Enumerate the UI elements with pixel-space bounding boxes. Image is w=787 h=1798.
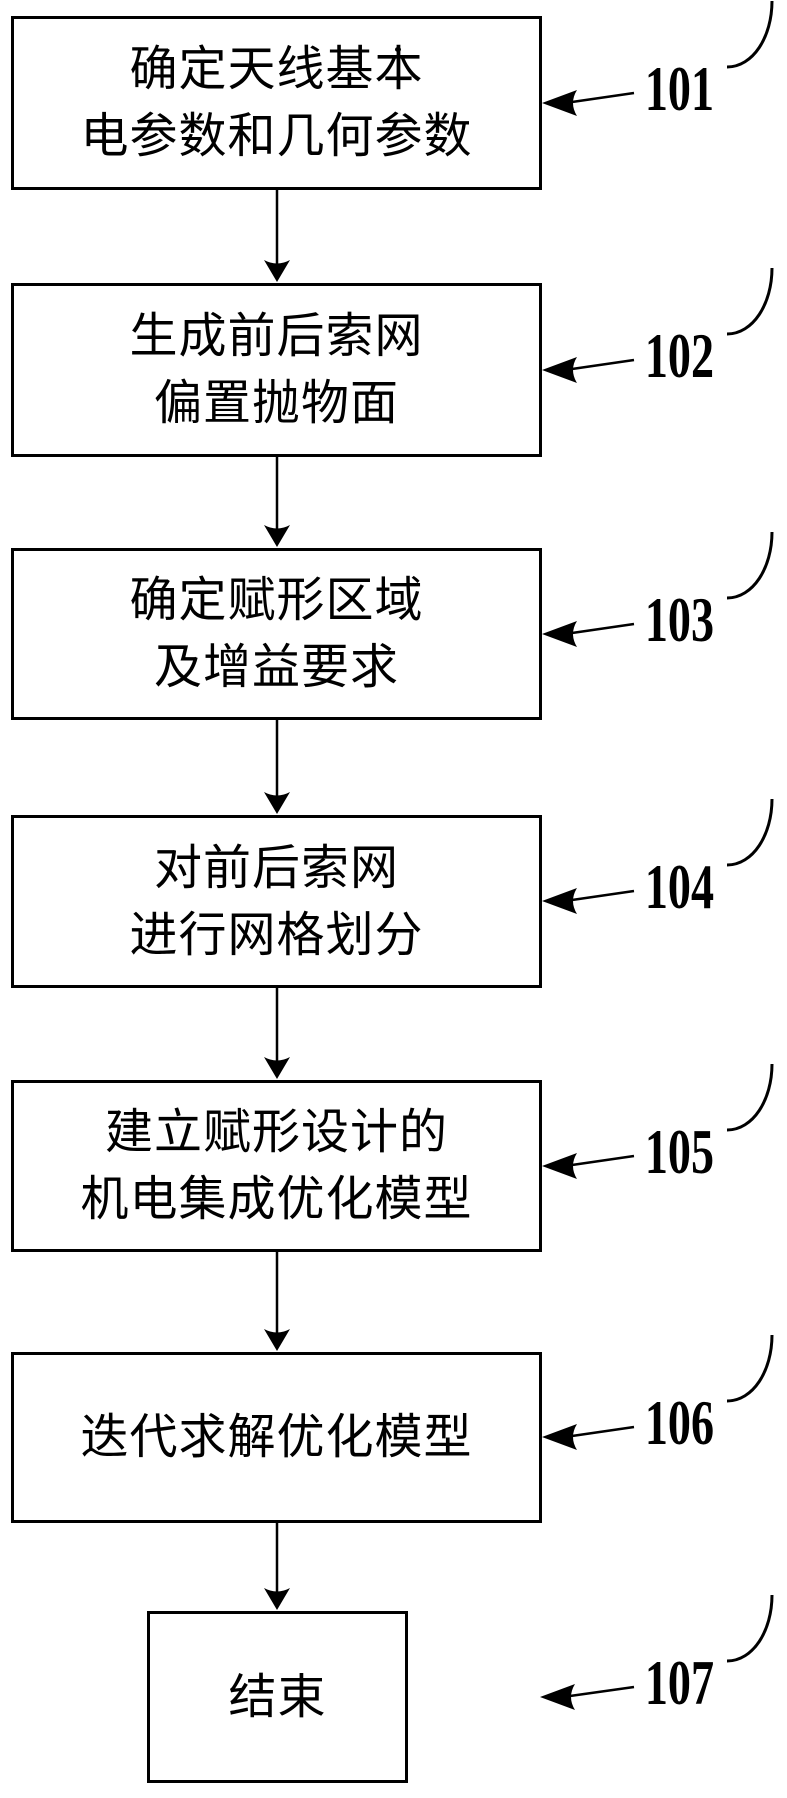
ref-number-106: 106 xyxy=(644,1387,714,1458)
ref-leader-101 xyxy=(542,0,774,116)
ref-leader-104 xyxy=(542,798,774,914)
ref-number-103: 103 xyxy=(644,584,714,655)
step-box-107-end: 结束 xyxy=(147,1611,408,1783)
step-box-101: 确定天线基本 电参数和几何参数 xyxy=(11,16,542,190)
step-label-106: 迭代求解优化模型 xyxy=(80,1411,473,1464)
ref-leader-103 xyxy=(542,531,774,647)
step-label-107: 结束 xyxy=(228,1670,327,1724)
ref-number-104: 104 xyxy=(644,851,714,922)
step-box-105: 建立赋形设计的 机电集成优化模型 xyxy=(11,1080,542,1252)
flow-arrow-3-4 xyxy=(264,720,290,814)
ref-number-101: 101 xyxy=(644,53,714,124)
ref-leader-105 xyxy=(542,1063,774,1179)
ref-number-102: 102 xyxy=(644,320,714,391)
step-box-106: 迭代求解优化模型 xyxy=(11,1352,542,1523)
step-box-103: 确定赋形区域 及增益要求 xyxy=(11,548,542,720)
flow-arrow-4-5 xyxy=(264,988,290,1079)
step-label-102: 生成前后索网 偏置抛物面 xyxy=(129,310,424,430)
step-box-102: 生成前后索网 偏置抛物面 xyxy=(11,283,542,457)
ref-leader-107 xyxy=(540,1594,774,1710)
ink-speck xyxy=(395,47,401,52)
ref-number-105: 105 xyxy=(644,1116,714,1187)
flow-arrow-1-2 xyxy=(264,190,290,282)
ref-number-107: 107 xyxy=(644,1647,714,1718)
ref-leader-102 xyxy=(542,267,774,383)
step-label-101: 确定天线基本 电参数和几何参数 xyxy=(80,43,473,163)
flow-arrow-6-7 xyxy=(264,1523,290,1610)
step-label-103: 确定赋形区域 及增益要求 xyxy=(129,574,424,694)
step-label-105: 建立赋形设计的 机电集成优化模型 xyxy=(80,1106,473,1226)
flow-arrow-2-3 xyxy=(264,457,290,547)
step-label-104: 对前后索网 进行网格划分 xyxy=(129,841,424,962)
flow-arrow-5-6 xyxy=(264,1252,290,1351)
ref-leader-106 xyxy=(542,1334,774,1450)
step-box-104: 对前后索网 进行网格划分 xyxy=(11,815,542,988)
